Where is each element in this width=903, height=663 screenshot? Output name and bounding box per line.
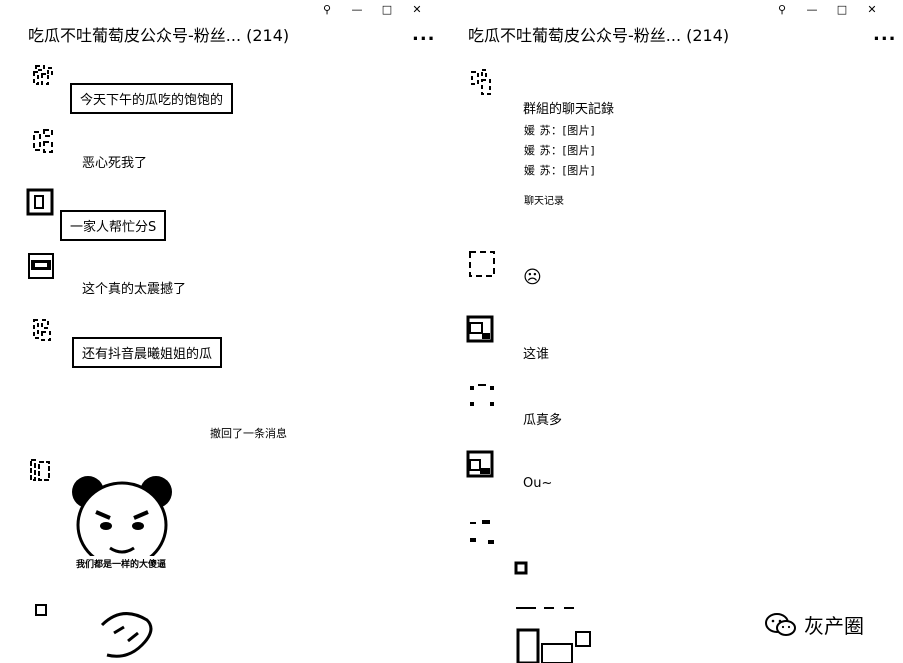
forward-title: 群組的聊天記錄: [523, 102, 615, 117]
avatar[interactable]: [30, 128, 58, 156]
chat-window-right: ⚲ — □ ✕ 吃瓜不吐葡萄皮公众号-粉丝... (214) ... 群組的聊天…: [440, 0, 903, 663]
wechat-icon: [765, 612, 796, 636]
sticker-caption: 我们都是一样的大傻逼: [76, 560, 167, 570]
image-message[interactable]: [514, 604, 594, 663]
forward-footer: 聊天记录: [524, 196, 564, 207]
pin-icon[interactable]: ⚲: [777, 3, 787, 16]
avatar[interactable]: [468, 518, 496, 546]
watermark: 灰产圈: [764, 610, 864, 639]
message-bubble[interactable]: 一家人帮忙分S: [60, 210, 167, 241]
watermark-text: 灰产圈: [804, 614, 864, 638]
message-text[interactable]: 瓜真多: [523, 413, 563, 428]
panda-meme-sticker[interactable]: 我们都是一样的大傻逼: [66, 470, 176, 575]
window-controls: ⚲ — □ ✕: [767, 3, 887, 17]
message-text[interactable]: Ou~: [523, 476, 553, 491]
avatar[interactable]: [466, 450, 494, 478]
avatar[interactable]: [26, 188, 54, 216]
chat-title: 吃瓜不吐葡萄皮公众号-粉丝... (214): [468, 26, 730, 45]
forward-line: 媛 苏：[图片]: [524, 124, 596, 137]
forward-line: 媛 苏：[图片]: [524, 164, 596, 177]
avatar[interactable]: [468, 250, 496, 278]
avatar[interactable]: [30, 316, 58, 344]
avatar[interactable]: [466, 315, 494, 343]
emoji-message[interactable]: ☹: [523, 267, 542, 288]
message-bubble[interactable]: 还有抖音晨曦姐姐的瓜: [72, 337, 223, 368]
window-controls: ⚲ — □ ✕: [312, 3, 432, 17]
chat-window-left: ⚲ — □ ✕ 吃瓜不吐葡萄皮公众号-粉丝... (214) ... 今天下午的…: [0, 0, 440, 663]
message-text[interactable]: 这谁: [523, 347, 550, 362]
close-button[interactable]: ✕: [412, 3, 422, 16]
forward-line: 媛 苏：[图片]: [524, 144, 596, 157]
image-placeholder-icon[interactable]: [514, 560, 528, 575]
minimize-button[interactable]: —: [806, 3, 818, 16]
maximize-button[interactable]: □: [836, 3, 848, 16]
sticker-image[interactable]: [92, 605, 162, 663]
maximize-button[interactable]: □: [381, 3, 393, 16]
message-text[interactable]: 恶心死我了: [82, 156, 148, 171]
avatar[interactable]: [468, 382, 496, 410]
message-bubble[interactable]: 今天下午的瓜吃的饱饱的: [70, 83, 234, 114]
more-options-button[interactable]: ...: [873, 24, 897, 45]
avatar[interactable]: [34, 602, 48, 616]
avatar[interactable]: [30, 62, 58, 90]
message-text[interactable]: 这个真的太震撼了: [82, 282, 187, 297]
avatar[interactable]: [27, 456, 55, 484]
avatar[interactable]: [468, 68, 496, 96]
minimize-button[interactable]: —: [351, 3, 363, 16]
avatar[interactable]: [27, 252, 55, 280]
recall-notice: 撤回了一条消息: [210, 427, 287, 440]
more-options-button[interactable]: ...: [412, 24, 436, 45]
chat-title: 吃瓜不吐葡萄皮公众号-粉丝... (214): [28, 26, 290, 45]
pin-icon[interactable]: ⚲: [322, 3, 332, 16]
close-button[interactable]: ✕: [867, 3, 877, 16]
